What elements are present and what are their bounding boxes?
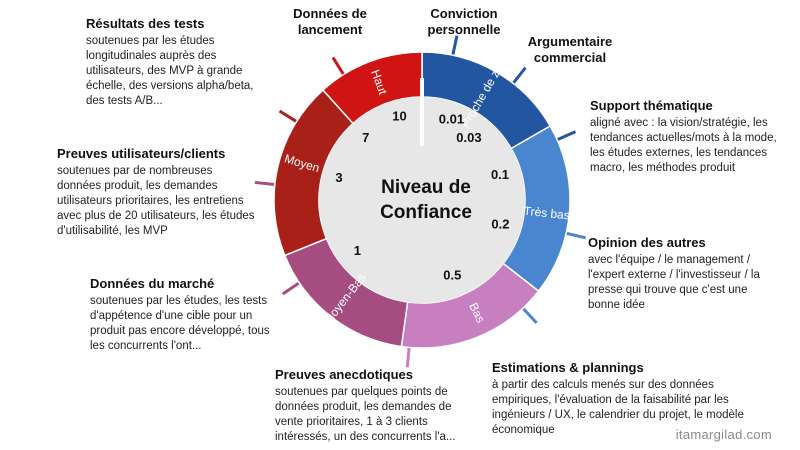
- watermark: itamargilad.com: [675, 427, 772, 442]
- scale-value-1: 0.01: [439, 112, 464, 127]
- desc-preuves-anecdotiques: soutenues par quelques points de données…: [275, 386, 456, 443]
- label-argumentaire-commercial: Argumentaire commercial: [527, 34, 613, 65]
- center-title-line2: Confiance: [380, 202, 472, 223]
- center-title-line1: Niveau de: [381, 177, 471, 198]
- band-label-2: Très bas: [523, 204, 570, 223]
- block-resultats-tests: Résultats des tests soutenues par les ét…: [86, 16, 274, 109]
- desc-preuves-utilisateurs: soutenues par de nombreuses données prod…: [57, 165, 255, 237]
- desc-estimations-plannings: à partir des calculs menés sur des donné…: [492, 379, 744, 436]
- block-opinion-autres: Opinion des autres avec l'équipe / le ma…: [588, 235, 778, 313]
- desc-support-thematique: aligné avec : la vision/stratégie, les t…: [590, 117, 777, 174]
- title-support-thematique: Support thématique: [590, 98, 713, 113]
- label-conviction-personnelle: Conviction personnelle: [427, 6, 501, 37]
- title-donnees-marche: Données du marché: [90, 276, 215, 291]
- block-preuves-anecdotiques: Preuves anecdotiques soutenues par quelq…: [275, 367, 475, 445]
- scale-value-6: 1: [354, 243, 361, 258]
- scale-value-4: 0.2: [491, 216, 509, 231]
- block-estimations-plannings: Estimations & plannings à partir des cal…: [492, 360, 762, 438]
- desc-donnees-marche: soutenues par les études, les tests d'ap…: [90, 295, 270, 352]
- desc-resultats-tests: soutenues par les études longitudinales …: [86, 35, 254, 107]
- scale-value-3: 0.1: [491, 167, 509, 182]
- scale-value-5: 0.5: [443, 268, 461, 283]
- scale-labels: 0.01 0.03 0.1 0.2 0.5 1 3 7 10: [335, 108, 509, 282]
- title-resultats-tests: Résultats des tests: [86, 16, 205, 31]
- scale-value-9: 10: [392, 108, 406, 123]
- title-preuves-anecdotiques: Preuves anecdotiques: [275, 367, 413, 382]
- block-support-thematique: Support thématique aligné avec : la visi…: [590, 98, 788, 176]
- block-preuves-utilisateurs: Preuves utilisateurs/clients soutenues p…: [57, 146, 257, 239]
- scale-value-8: 7: [362, 130, 369, 145]
- title-preuves-utilisateurs: Preuves utilisateurs/clients: [57, 146, 226, 161]
- scale-value-2: 0.03: [456, 130, 481, 145]
- inner-disc: [319, 97, 525, 303]
- title-opinion-autres: Opinion des autres: [588, 235, 706, 250]
- desc-opinion-autres: avec l'équipe / le management / l'expert…: [588, 254, 760, 311]
- block-donnees-marche: Données du marché soutenues par les étud…: [90, 276, 275, 354]
- scale-value-7: 3: [335, 170, 342, 185]
- label-donnees-lancement: Données de lancement: [293, 6, 367, 37]
- title-estimations-plannings: Estimations & plannings: [492, 360, 644, 375]
